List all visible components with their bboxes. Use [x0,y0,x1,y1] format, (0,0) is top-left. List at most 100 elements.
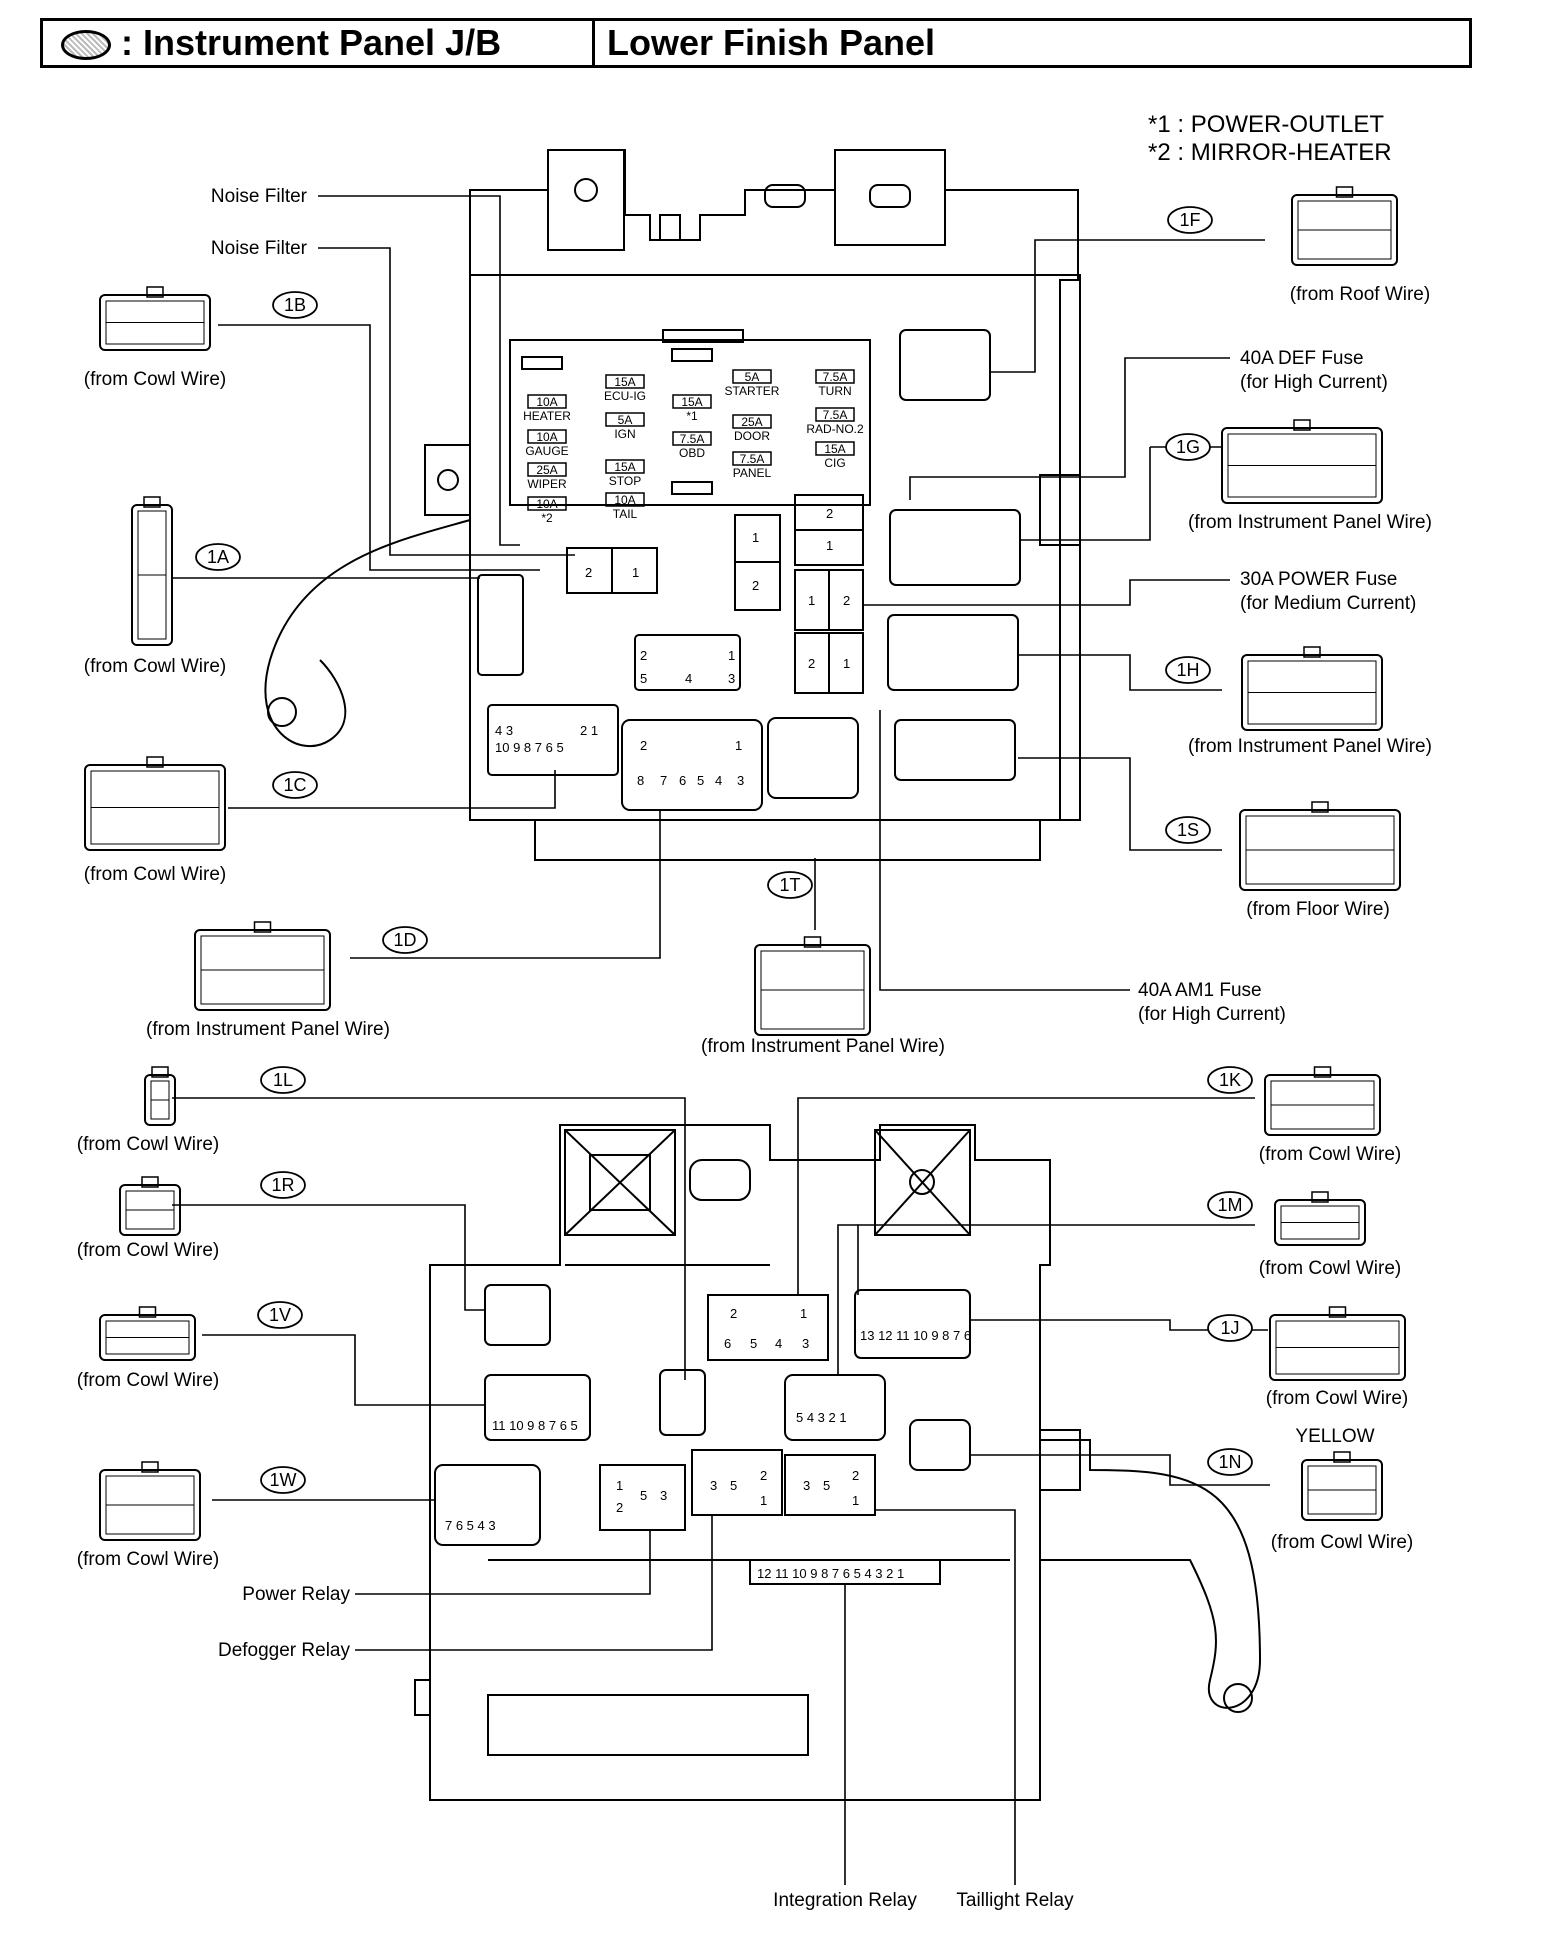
connector-code-text: 1V [269,1305,291,1325]
fuse-name: *1 [686,409,698,423]
lower-junction-block [414,1124,1262,1801]
socket-pin-label: 4 [685,671,692,686]
fuse-rating: 7.5A [823,408,848,422]
fuse-rating: 15A [681,395,702,409]
socket-pin-label: 5 [697,773,704,788]
connector-code-text: 1H [1176,660,1199,680]
socket-pin-label: 5 [750,1336,757,1351]
fuse-rating: 10A [536,430,557,444]
socket-pin-label: 1 [800,1306,807,1321]
noise-filter-label: Noise Filter [211,238,308,259]
junction-block-icon [61,30,111,61]
connector-code-1w: 1W [260,1466,306,1494]
connector-code-text: 1K [1219,1070,1241,1090]
integration-relay-pins: 12 11 10 9 8 7 6 5 4 3 2 1 [757,1566,904,1581]
socket-pin-label: 1 [852,1493,859,1508]
connector-code-text: 1B [284,295,306,315]
connector-1a [131,496,173,646]
socket-pin-label: 11 10 9 8 7 6 5 [492,1418,578,1433]
socket-pin-label: 2 [852,1468,859,1483]
socket-pin-label: 4 [775,1336,782,1351]
socket-pin-label: 2 [616,1500,623,1515]
connector-1b [99,286,211,351]
connector-source-label: (from Instrument Panel Wire) [146,1019,390,1040]
note-mirror-heater: *2 : MIRROR-HEATER [1148,139,1392,166]
fuse-rating: 25A [536,463,557,477]
connector-code-text: 1S [1177,820,1199,840]
connector-code-text: 1R [271,1175,294,1195]
power-relay-label: Power Relay [242,1584,350,1605]
connector-code-text: 1J [1220,1318,1239,1338]
def-fuse-sub-label: (for High Current) [1240,372,1388,393]
relay-pin-label: 2 [585,565,592,580]
connector-source-label: (from Cowl Wire) [77,1240,220,1261]
integration-relay-label: Integration Relay [773,1890,917,1911]
socket-pin-label: 3 [660,1488,667,1503]
fuse-name: *2 [541,511,553,525]
connector-source-label: (from Cowl Wire) [77,1134,220,1155]
relay-pin-label: 1 [752,530,759,545]
relay-pin-label: 1 [826,538,833,553]
socket-pin-label: 3 [802,1336,809,1351]
socket-pin-label: 1 [760,1493,767,1508]
connector-source-label: (from Cowl Wire) [1259,1144,1402,1165]
fuse-name: GAUGE [525,444,568,458]
socket-pin-label: 5 [730,1478,737,1493]
socket-pin-label: 5 [823,1478,830,1493]
def-fuse-label: 40A DEF Fuse [1240,348,1364,369]
fuse-name: OBD [679,446,705,460]
connector-code-1a: 1A [195,543,241,571]
fuse-rating: 7.5A [823,370,848,384]
connector-source-label: (from Cowl Wire) [77,1370,220,1391]
connector-code-1b: 1B [272,291,318,319]
connector-1c [84,756,226,851]
relay-pin-label: 2 [752,578,759,593]
socket-pin-label: 4 3 [495,723,513,738]
fuse-rating: 15A [614,460,635,474]
fuse-name: ECU-IG [604,389,646,403]
socket-pin-label: 8 [637,773,644,788]
connector-1j [1269,1306,1406,1381]
connector-source-label: (from Cowl Wire) [1259,1258,1402,1279]
taillight-relay-label: Taillight Relay [956,1890,1074,1911]
defogger-relay-label: Defogger Relay [218,1640,351,1661]
fuse-rating: 5A [618,413,633,427]
fuse-rating: 10A [614,493,635,507]
connector-sources: (from Cowl Wire) (from Cowl Wire) (from Co… [77,284,1432,1570]
fuse-name: DOOR [734,429,770,443]
leader-lines [172,195,1270,1885]
connector-1n [1301,1451,1383,1521]
power-fuse-label: 30A POWER Fuse [1240,569,1397,590]
connector-code-1n: 1N [1207,1448,1253,1476]
fuse-rating: 5A [745,370,760,384]
yellow-color-label: YELLOW [1295,1426,1374,1447]
socket-pin-label: 4 [715,773,722,788]
am1-fuse-sub-label: (for High Current) [1138,1004,1286,1025]
socket-pin-label: 1 [735,738,742,753]
socket-pin-label: 3 [728,671,735,686]
connector-source-label: (from Roof Wire) [1290,284,1430,305]
fuse-rating: 15A [614,375,635,389]
header-location: Lower Finish Panel [607,22,936,63]
connector-code-1d: 1D [382,926,428,954]
relay-pin-label: 1 [632,565,639,580]
connector-1f [1291,186,1398,266]
fuse-name: RAD-NO.2 [806,422,864,436]
connector-code-text: 1D [393,930,416,950]
connector-source-label: (from Floor Wire) [1246,899,1390,920]
connector-code-1h: 1H [1165,656,1211,684]
connector-code-1j: 1J [1207,1314,1253,1342]
upper-block-sockets [477,329,1021,811]
spare-fuse-slot [671,348,713,362]
socket-pin-label: 6 [724,1336,731,1351]
connector-code-1s: 1S [1165,816,1211,844]
fuse: 10A*2 [527,496,567,525]
connector-source-label: (from Cowl Wire) [77,1549,220,1570]
